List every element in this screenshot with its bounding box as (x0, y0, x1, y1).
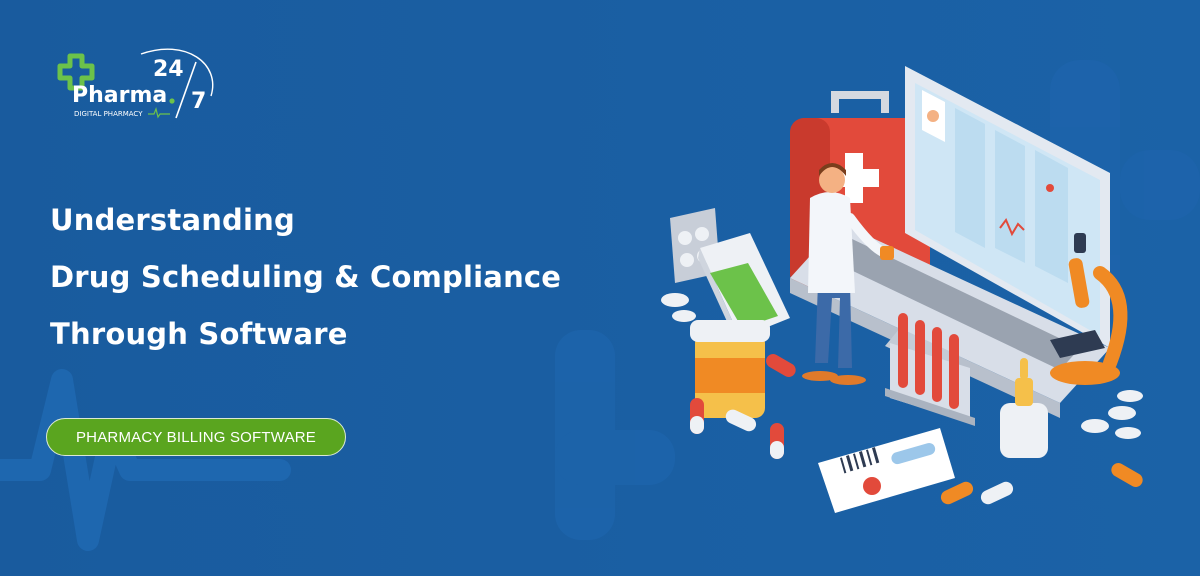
headline-line-1: Understanding (50, 203, 295, 237)
pharmacy-billing-software-button[interactable]: PHARMACY BILLING SOFTWARE (46, 418, 346, 456)
tablets-icon (661, 293, 1143, 439)
medicine-box-icon (670, 208, 790, 350)
dropper-bottle-icon (1000, 358, 1048, 458)
logo-number-top: 24 (153, 57, 184, 82)
capsules-icon (690, 354, 1143, 505)
headline-line-2: Drug Scheduling & Compliance (50, 260, 562, 294)
pharmacy-illustration (661, 66, 1143, 513)
microscope-icon (1050, 233, 1128, 385)
logo-number-bottom: 7 (191, 89, 206, 114)
headline: Understanding Drug Scheduling & Complian… (50, 192, 561, 363)
logo-tagline: DIGITAL PHARMACY (74, 110, 143, 118)
headline-line-3: Through Software (50, 317, 348, 351)
pharmacist-figure (802, 163, 894, 385)
medical-cross-icon (57, 53, 95, 91)
pharma247-logo: 24 7 Pharma DIGITAL PHARMACY (57, 48, 214, 119)
logo-brand-text: Pharma (72, 83, 167, 108)
test-tubes-icon (885, 313, 975, 426)
prescription-card-icon (818, 428, 955, 513)
pill-bottle-icon (690, 320, 770, 418)
